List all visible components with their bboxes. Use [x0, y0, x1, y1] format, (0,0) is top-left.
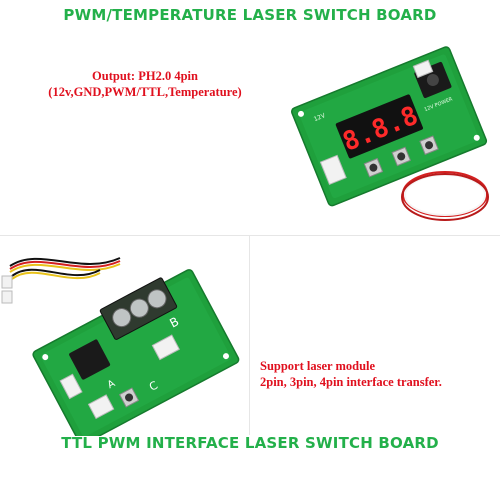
support-note-line1: Support laser module [260, 359, 376, 373]
support-note: Support laser module 2pin, 3pin, 4pin in… [260, 358, 500, 390]
divider-vertical [249, 235, 250, 435]
pwm-temperature-board-image: 8.8.8 12V 12V POWER [291, 46, 489, 221]
output-note-line1: Output: PH2.0 4pin [92, 69, 198, 83]
label-a: A [106, 378, 117, 391]
silk-label-left: 12V [313, 112, 327, 123]
white-connector [319, 154, 347, 185]
support-note-line2: 2pin, 3pin, 4pin interface transfer. [260, 375, 442, 389]
output-note-line2: (12v,GND,PWM/TTL,Temperature) [48, 85, 242, 99]
ttl-pwm-interface-board-image: A B C [1, 257, 240, 436]
white-connector [151, 334, 180, 361]
output-note: Output: PH2.0 4pin (12v,GND,PWM/TTL,Temp… [0, 68, 290, 100]
red-white-cable [401, 171, 489, 221]
white-connector [87, 394, 115, 420]
bottom-title: TTL PWM INTERFACE LASER SWITCH BOARD [61, 434, 439, 452]
white-connector [59, 373, 83, 400]
divider-horizontal [0, 235, 500, 236]
tricolor-cable [9, 257, 121, 280]
top-title: PWM/TEMPERATURE LASER SWITCH BOARD [63, 6, 437, 24]
dc-jack [69, 339, 111, 380]
seven-segment-display [335, 94, 423, 159]
